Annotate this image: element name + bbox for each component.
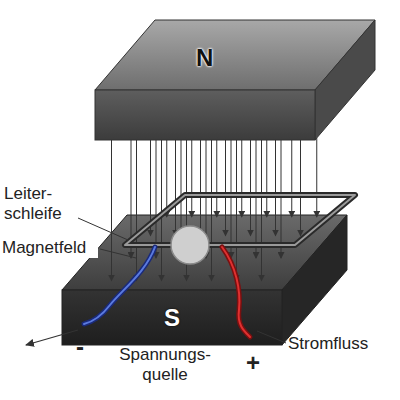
- negative-wire-highlight: [84, 247, 155, 324]
- field-line: [316, 138, 317, 217]
- plus-sign: +: [243, 349, 263, 377]
- field-line: [250, 140, 251, 236]
- field-line: [300, 140, 301, 236]
- field-leader-line: [100, 249, 136, 258]
- loop-leader-line: [78, 218, 128, 240]
- field-line: [175, 140, 176, 236]
- current-label: Stromfluss: [288, 334, 396, 354]
- north-front-face: [95, 90, 315, 140]
- current-direction-arrow: [26, 330, 78, 345]
- field-line: [111, 140, 112, 281]
- positive-wire-highlight: [222, 247, 250, 337]
- field-line: [161, 140, 162, 281]
- south-pole-label-box: S: [158, 303, 186, 333]
- field-line: [166, 140, 167, 217]
- field-line: [216, 140, 217, 217]
- voltage-source-label: Spannungs- quelle: [110, 345, 220, 384]
- north-magnet-block: [95, 20, 375, 140]
- field-line: [136, 140, 137, 281]
- north-side-face: [315, 20, 375, 140]
- field-line: [291, 140, 292, 217]
- conductor-loop: [125, 195, 355, 264]
- field-label: Magnetfeld: [2, 238, 98, 258]
- field-line: [236, 140, 237, 281]
- loop-outer-stroke: [125, 195, 355, 245]
- field-line: [281, 140, 282, 258]
- north-pole-label-box: N: [190, 43, 219, 73]
- voltage-source-symbol: [171, 226, 209, 264]
- field-line: [275, 140, 276, 236]
- field-line: [231, 140, 232, 258]
- current-leader-line: [257, 331, 286, 343]
- field-line: [191, 140, 192, 217]
- loop-inner-stroke: [125, 195, 355, 245]
- pole-letter: N: [196, 45, 213, 71]
- negative-wire: [84, 247, 155, 324]
- field-line: [225, 140, 226, 236]
- field-line: [241, 140, 242, 217]
- south-side-face: [282, 215, 347, 345]
- field-line: [200, 140, 201, 236]
- pole-letter: S: [164, 305, 180, 331]
- field-lines: [112, 138, 317, 281]
- positive-wire: [222, 247, 250, 337]
- minus-sign: -: [72, 333, 88, 361]
- field-line: [156, 140, 157, 258]
- field-line: [266, 140, 267, 217]
- loop-label: Leiter- schleife: [4, 184, 82, 223]
- field-line: [211, 140, 212, 281]
- field-line: [256, 140, 257, 258]
- field-line: [261, 140, 262, 281]
